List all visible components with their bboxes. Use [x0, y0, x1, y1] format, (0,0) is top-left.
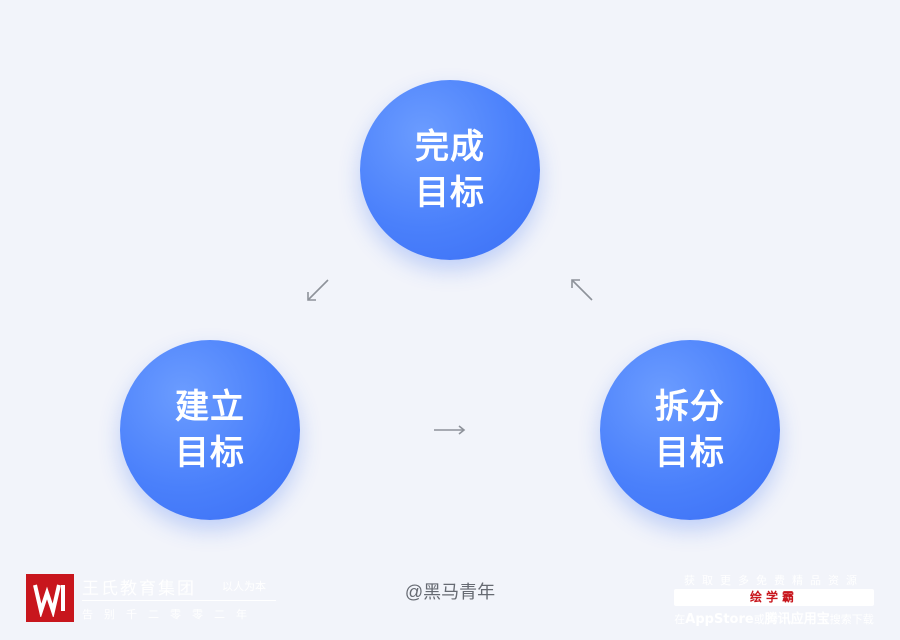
promo-tencent: 腾讯应用宝 [764, 612, 830, 627]
w-logo-icon [26, 574, 74, 622]
brand-logo-right: 获取更多免费精品资源 绘学霸 在AppStore或腾讯应用宝搜索下载 [672, 572, 876, 627]
arrow-top-to-left-icon [307, 279, 329, 301]
node-label-line1: 建立 [175, 387, 245, 427]
promo-line: 获取更多免费精品资源 [684, 574, 864, 587]
node-label-line2: 目标 [415, 173, 485, 213]
brand-slogan: 以人为本 [222, 580, 266, 593]
node-label-line2: 目标 [175, 433, 245, 473]
promo-suffix: 搜索下载 [829, 613, 874, 626]
promo-download-line: 在AppStore或腾讯应用宝搜索下载 [672, 608, 876, 627]
node-split-goal: 拆分 目标 [600, 340, 780, 520]
brand-divider [82, 600, 276, 601]
promo-app-name: 绘学霸 [674, 589, 874, 606]
promo-or: 或 [753, 613, 765, 626]
node-label-line1: 拆分 [655, 387, 725, 427]
promo-prefix: 在 [674, 613, 686, 626]
arrow-left-to-right-icon [434, 425, 466, 435]
brand-logo-left: 王氏教育集团 以人为本 告别千二零零二年 [26, 574, 276, 622]
watermark-text: @黑马青年 [404, 582, 496, 602]
brand-name: 王氏教育集团 [82, 579, 196, 599]
promo-appstore: AppStore [685, 612, 754, 627]
arrow-right-to-top-icon [571, 279, 593, 301]
brand-motto: 告别千二零零二年 [82, 608, 258, 621]
node-label-line2: 目标 [655, 433, 725, 473]
node-label-line1: 完成 [415, 127, 485, 167]
node-build-goal: 建立 目标 [120, 340, 300, 520]
node-complete-goal: 完成 目标 [360, 80, 540, 260]
